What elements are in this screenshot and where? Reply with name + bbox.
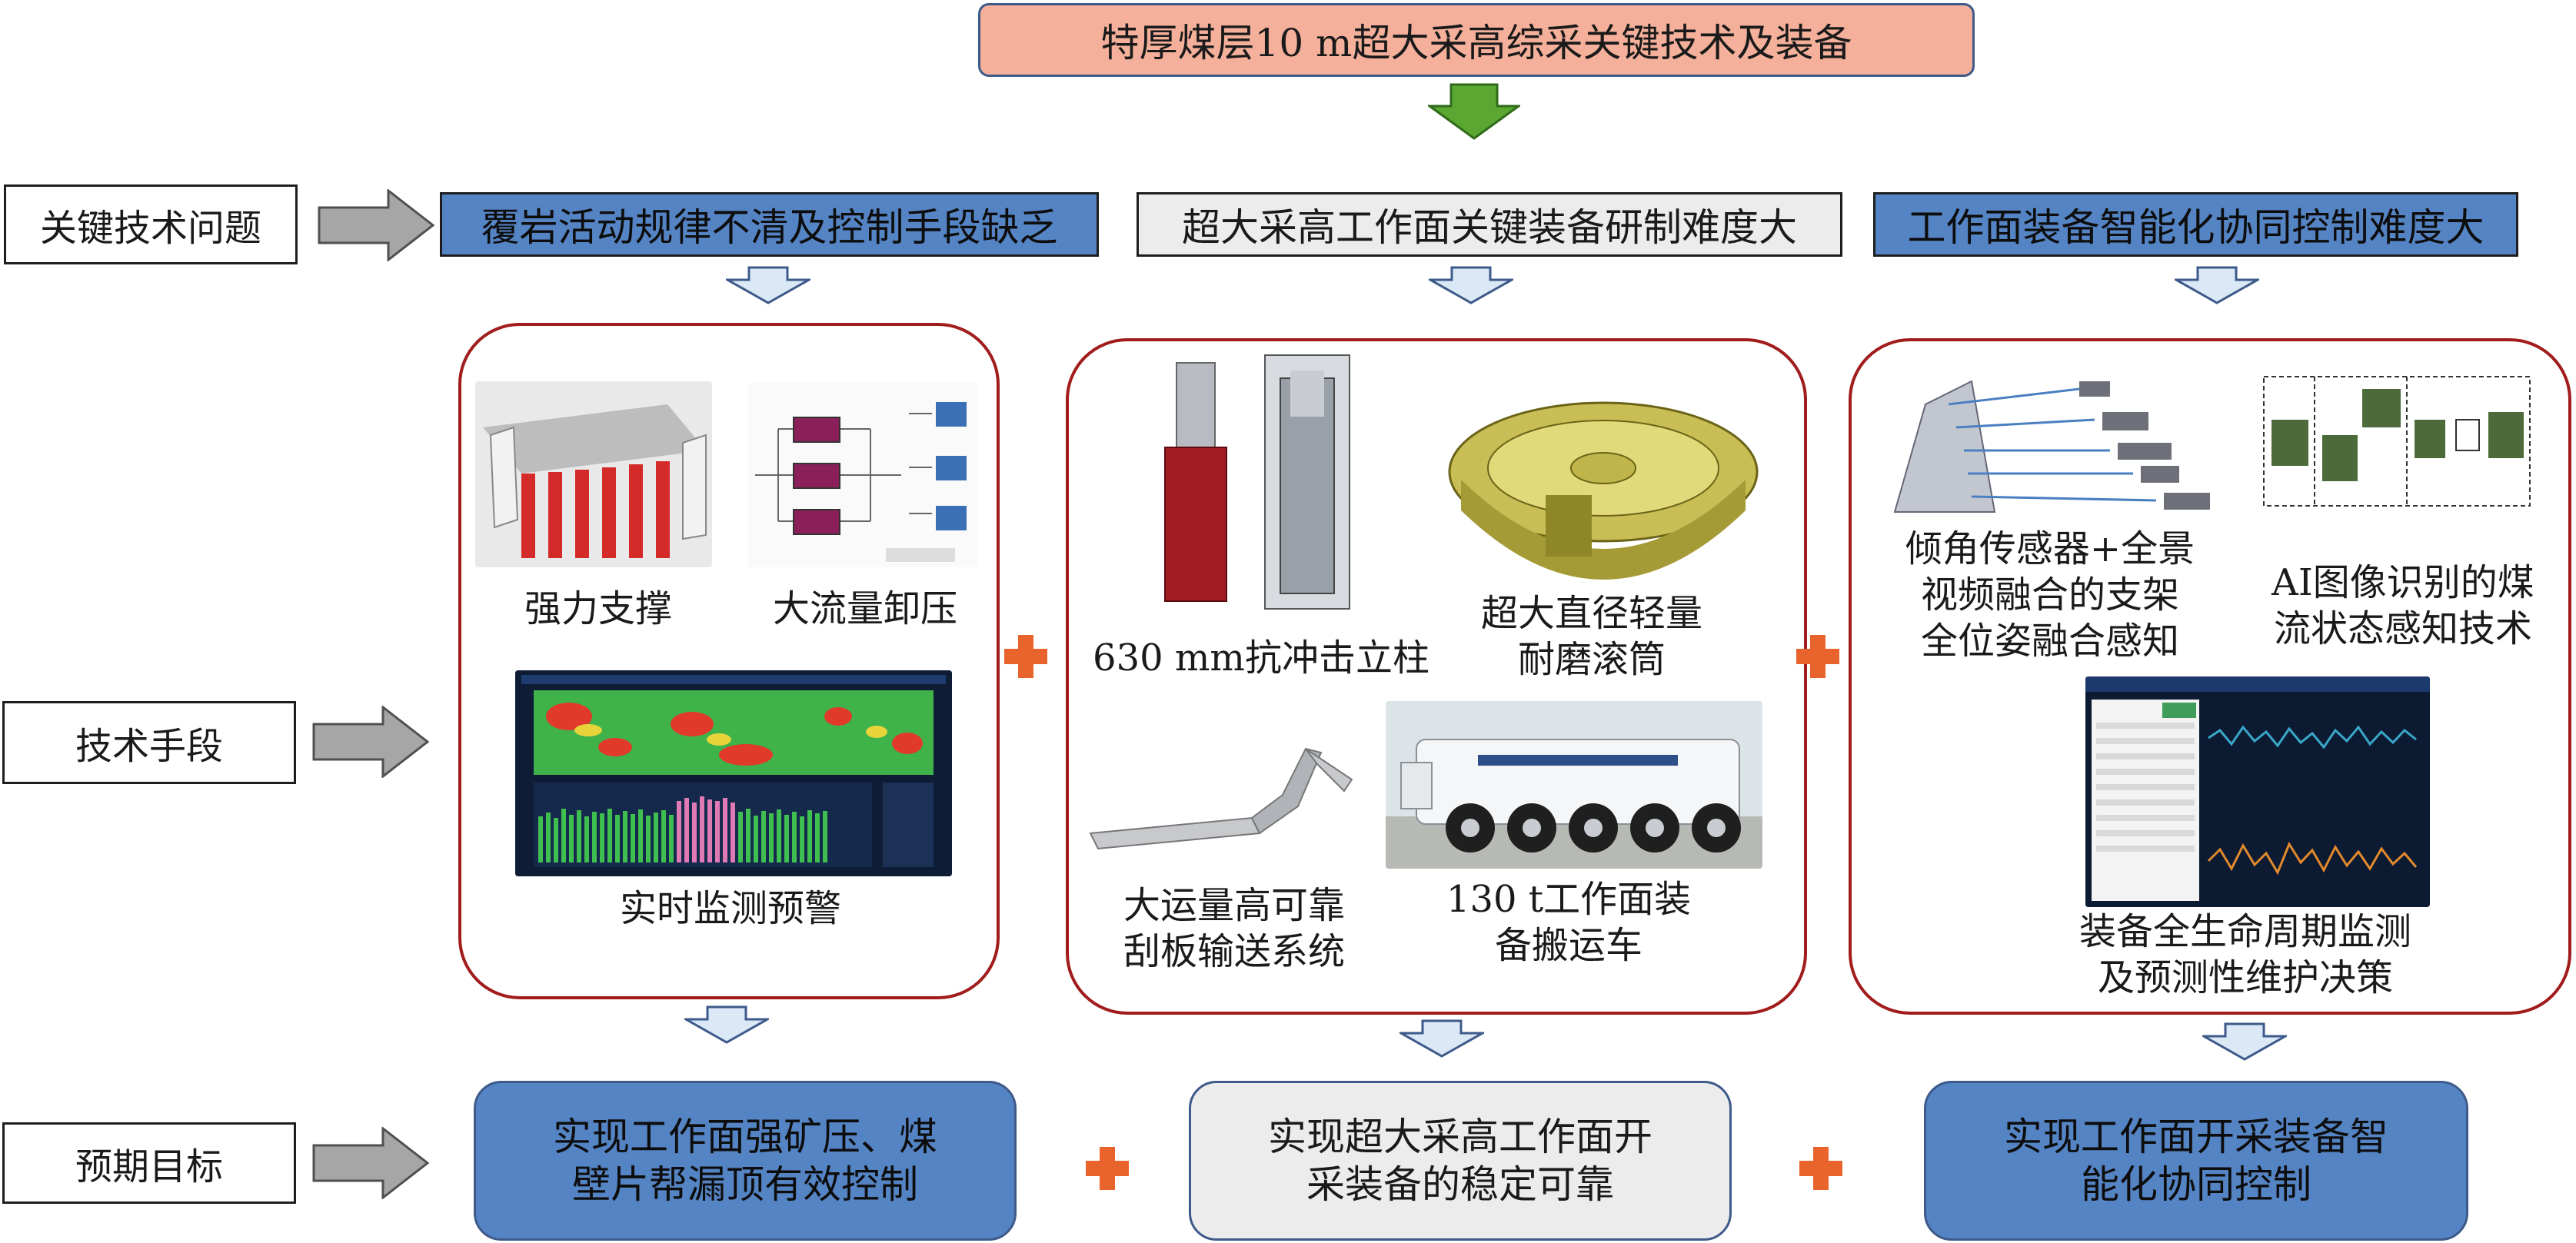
caption-large-flow-unload: 大流量卸压: [772, 587, 957, 630]
green-down-arrow: [1428, 83, 1520, 140]
hydraulic-support-image: [475, 381, 712, 567]
plus-icon-panels-1: [1001, 632, 1050, 681]
goal-box-pressure-control: 实现工作面强矿压、煤 壁片帮漏顶有效控制: [474, 1081, 1017, 1241]
diagram-title: 特厚煤层10 m超大采高综采关键技术及装备: [978, 3, 1975, 77]
caption-scraper-conveyor: 大运量高可靠 刮板输送系统: [1092, 882, 1376, 975]
caption-realtime-monitoring: 实时监测预警: [619, 887, 841, 930]
lifecycle-monitoring-dashboard: [2085, 676, 2430, 907]
goal-box-intelligent-coordination: 实现工作面开采装备智 能化协同控制: [1924, 1081, 2468, 1241]
goal-box-pressure-control-line2: 壁片帮漏顶有效控制: [572, 1162, 918, 1207]
problem-box-intelligent-control: 工作面装备智能化协同控制难度大: [1873, 192, 2518, 257]
right-arrow-problems: [318, 189, 434, 261]
caption-strong-support: 强力支撑: [524, 587, 672, 630]
caption-transport-vehicle: 130 t工作面装 备搬运车: [1415, 876, 1722, 969]
shearer-drum-image: [1438, 387, 1769, 580]
down-arrow-right-bottom: [2202, 1022, 2287, 1061]
caption-ai-image-recognition-line2: 流状态感知技术: [2273, 607, 2532, 650]
pressure-relief-diagram: [747, 383, 978, 567]
goal-box-equipment-stability: 实现超大采高工作面开 采装备的稳定可靠: [1189, 1081, 1732, 1241]
problem-box-equipment: 超大采高工作面关键装备研制难度大: [1137, 192, 1842, 257]
caption-lifecycle-maintenance: 装备全生命周期监测 及预测性维护决策: [2015, 909, 2476, 1001]
goal-box-equipment-stability-line1: 实现超大采高工作面开: [1268, 1114, 1652, 1159]
row-label-methods: 技术手段: [2, 701, 296, 784]
down-arrow-middle-top: [1429, 266, 1513, 304]
row-label-goals: 预期目标: [2, 1122, 296, 1204]
impact-resistant-column-image: [1130, 347, 1438, 613]
goal-box-pressure-control-line1: 实现工作面强矿压、煤: [553, 1114, 937, 1159]
caption-630mm-column: 630 mm抗冲击立柱: [1093, 636, 1429, 680]
caption-scraper-conveyor-line1: 大运量高可靠: [1123, 884, 1345, 927]
support-sensor-diagram: [1879, 358, 2224, 521]
down-arrow-left-top: [726, 266, 810, 304]
goal-box-intelligent-coordination-line1: 实现工作面开采装备智: [2004, 1114, 2388, 1159]
plus-icon-goals-2: [1796, 1144, 1845, 1193]
plus-icon-panels-2: [1793, 632, 1842, 681]
scraper-conveyor-image: [1083, 733, 1367, 872]
right-arrow-goals: [312, 1127, 429, 1199]
caption-ai-image-recognition: AI图像识别的煤 流状态感知技术: [2245, 560, 2561, 652]
caption-lifecycle-maintenance-line2: 及预测性维护决策: [2097, 956, 2393, 999]
caption-transport-vehicle-line1: 130 t工作面装: [1446, 878, 1692, 921]
caption-ai-image-recognition-line1: AI图像识别的煤: [2271, 561, 2534, 604]
caption-tilt-sensor-fusion-line2: 视频融合的支架: [1920, 573, 2179, 617]
right-arrow-methods: [312, 706, 429, 778]
caption-large-drum: 超大直径轻量 耐磨滚筒: [1446, 590, 1738, 683]
caption-tilt-sensor-fusion: 倾角传感器+全景 视频融合的支架 全位姿融合感知: [1873, 526, 2227, 664]
caption-large-drum-line1: 超大直径轻量: [1480, 592, 1702, 635]
caption-transport-vehicle-line2: 备搬运车: [1494, 924, 1642, 967]
caption-lifecycle-maintenance-line1: 装备全生命周期监测: [2078, 910, 2411, 953]
caption-tilt-sensor-fusion-line3: 全位姿融合感知: [1920, 620, 2179, 663]
down-arrow-right-top: [2175, 266, 2259, 304]
caption-tilt-sensor-fusion-line1: 倾角传感器+全景: [1905, 527, 2195, 570]
goal-box-intelligent-coordination-line2: 能化协同控制: [2081, 1162, 2311, 1207]
realtime-monitoring-screenshot: [515, 670, 952, 876]
down-arrow-left-bottom: [684, 1005, 769, 1044]
row-label-problems: 关键技术问题: [4, 184, 298, 264]
plus-icon-goals-1: [1083, 1144, 1132, 1193]
coal-flow-ai-flowchart: [2261, 374, 2533, 509]
down-arrow-middle-bottom: [1399, 1019, 1484, 1058]
caption-scraper-conveyor-line2: 刮板输送系统: [1123, 930, 1345, 973]
caption-large-drum-line2: 耐磨滚筒: [1517, 638, 1666, 681]
transport-vehicle-image: [1386, 701, 1762, 869]
problem-box-overburden: 覆岩活动规律不清及控制手段缺乏: [440, 192, 1099, 257]
goal-box-equipment-stability-line2: 采装备的稳定可靠: [1306, 1162, 1614, 1207]
